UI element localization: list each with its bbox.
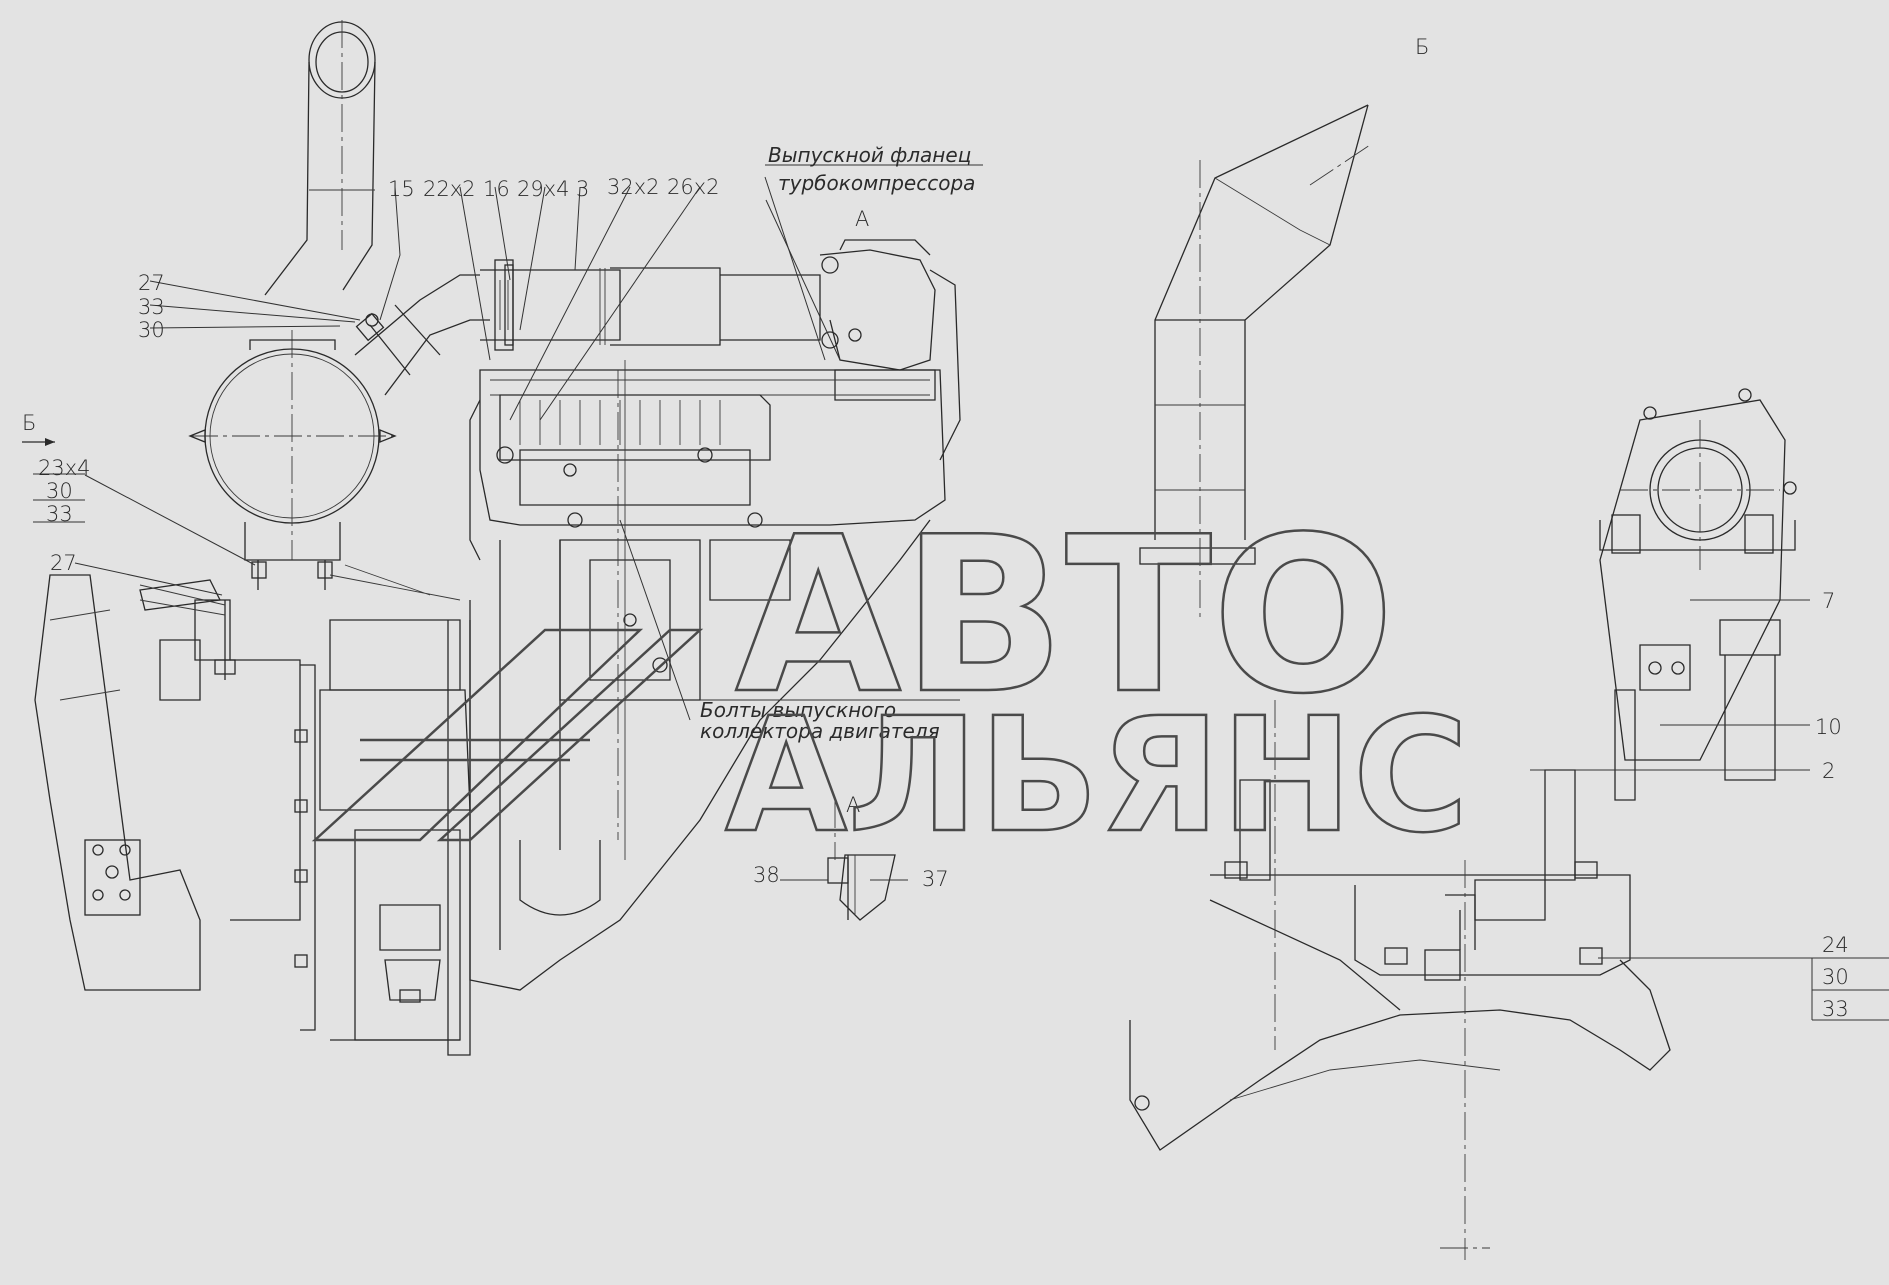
callout-30-top: 30 bbox=[138, 318, 165, 342]
callout-29x4: 29x4 bbox=[517, 177, 570, 201]
section-a-detail bbox=[827, 800, 896, 921]
callout-3: 3 bbox=[576, 177, 589, 201]
frame-bracket bbox=[1129, 700, 1671, 1260]
watermark-logo-mark bbox=[311, 628, 704, 842]
note-flange-line1: Выпускной фланец bbox=[768, 143, 971, 167]
left-view bbox=[22, 20, 983, 1056]
muffler bbox=[188, 330, 400, 590]
callout-33-left: 33 bbox=[46, 502, 73, 526]
exhaust-pipe-side bbox=[1139, 104, 1371, 620]
callout-22x2: 22x2 bbox=[423, 177, 476, 201]
callout-30-right: 30 bbox=[1822, 965, 1849, 989]
callout-24: 24 bbox=[1822, 933, 1849, 957]
callout-33-right: 33 bbox=[1822, 997, 1849, 1021]
callout-27-top: 27 bbox=[138, 271, 165, 295]
note-flange-line2: турбокомпрессора bbox=[778, 171, 975, 195]
view-label-b: Б bbox=[1415, 35, 1429, 59]
note-bolts-line1: Болты выпускного bbox=[700, 698, 896, 722]
callout-7: 7 bbox=[1822, 589, 1835, 613]
callout-30-left: 30 bbox=[46, 479, 73, 503]
callout-32x2: 32x2 bbox=[607, 175, 660, 199]
callout-10: 10 bbox=[1815, 715, 1842, 739]
view-arrow bbox=[22, 438, 55, 446]
inlet-pipe bbox=[354, 259, 821, 396]
section-label-a-bottom: А bbox=[846, 793, 860, 817]
watermark-line2: АЛЬЯНС bbox=[725, 684, 1469, 868]
callout-16: 16 bbox=[483, 177, 510, 201]
engine-block bbox=[469, 360, 946, 991]
turbo-flange bbox=[819, 239, 961, 461]
watermark: АВТО АЛЬЯНС bbox=[311, 489, 1470, 869]
right-view bbox=[1129, 104, 1889, 1260]
leaders-right bbox=[1530, 599, 1889, 1021]
callout-33-top: 33 bbox=[138, 295, 165, 319]
arrow-label-b: Б bbox=[22, 411, 36, 435]
callout-38: 38 bbox=[753, 863, 780, 887]
callout-23x4: 23x4 bbox=[38, 456, 91, 480]
callout-26x2: 26x2 bbox=[667, 175, 720, 199]
section-label-a-top: А bbox=[855, 207, 869, 231]
muffler-end-view bbox=[1599, 388, 1797, 801]
callout-15: 15 bbox=[388, 177, 415, 201]
callout-27-left: 27 bbox=[50, 551, 77, 575]
leaders-left bbox=[33, 164, 983, 881]
labels: Б Б А А Выпускной фланец турбокомпрессор… bbox=[22, 35, 1849, 1021]
support-bracket bbox=[34, 564, 471, 1056]
callout-37: 37 bbox=[922, 867, 949, 891]
callout-2: 2 bbox=[1822, 759, 1835, 783]
exhaust-pipe bbox=[264, 20, 376, 296]
watermark-line1: АВТО bbox=[735, 490, 1395, 741]
note-bolts-line2: коллектора двигателя bbox=[700, 719, 940, 743]
